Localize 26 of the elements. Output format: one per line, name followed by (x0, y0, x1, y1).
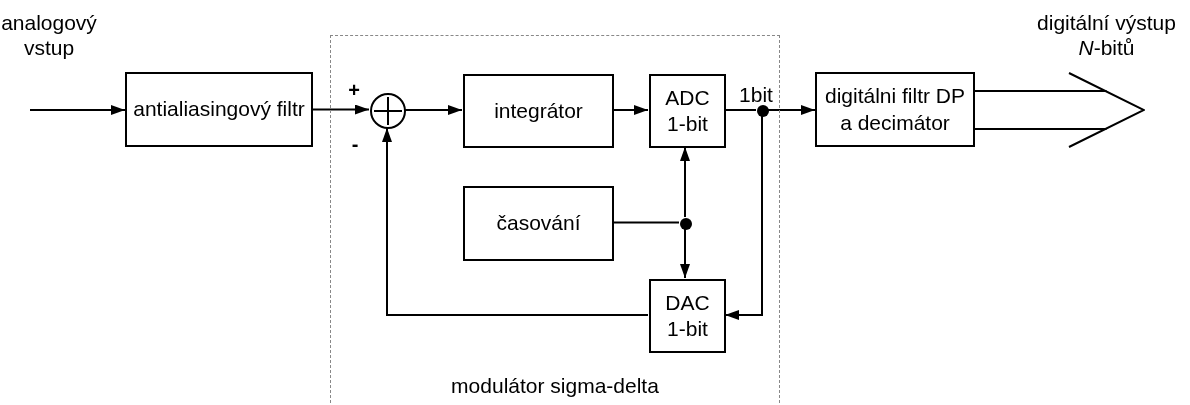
box-label: ADC 1-bit (664, 84, 711, 137)
summing-junction (370, 93, 406, 129)
process-box (649, 279, 726, 353)
group-caption: modulátor sigma-delta (451, 372, 659, 399)
arrow (312, 104, 370, 115)
box-label: časování (495, 210, 582, 237)
process-box (649, 74, 726, 148)
signal-label: + (348, 78, 360, 102)
process-box (463, 186, 614, 261)
signal-label: analogový vstup (1, 10, 97, 61)
signal-label: - (351, 132, 359, 156)
arrow (680, 228, 690, 279)
arrow (680, 146, 690, 218)
arrow (382, 127, 649, 316)
arrow (767, 105, 816, 115)
box-label: digitálni filtr DP a decimátor (823, 83, 967, 136)
box-label: integrátor (493, 97, 584, 124)
process-box (125, 72, 313, 147)
process-box (815, 72, 975, 147)
process-box (463, 74, 614, 148)
signal-label: 1bit (739, 82, 773, 108)
arrow (29, 105, 126, 115)
dashed-group-frame (330, 35, 780, 403)
output-label: digitální výstup N-bitů (1036, 9, 1177, 60)
box-label: DAC 1-bit (664, 289, 711, 342)
box-label: antialiasingový filtr (132, 96, 306, 123)
